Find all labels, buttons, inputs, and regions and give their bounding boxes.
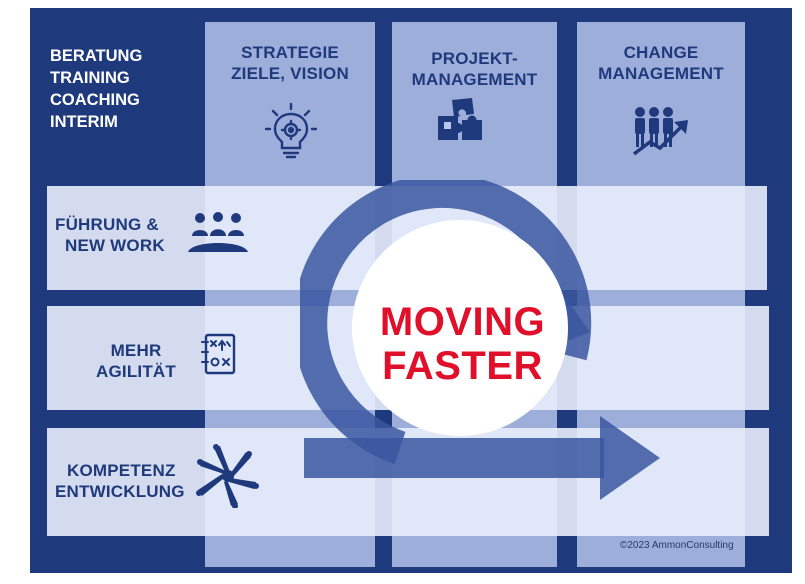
hands-together-icon [196, 444, 259, 508]
title-line: MOVING [379, 300, 546, 344]
cycle-arrow-icon [300, 180, 660, 500]
column-header-line: MANAGEMENT [598, 64, 724, 83]
puzzle-icon [438, 98, 482, 140]
row-label-line: NEW WORK [65, 236, 165, 255]
team-meeting-icon [188, 212, 248, 252]
row-label-line: FÜHRUNG & [55, 215, 159, 234]
services-list: BERATUNG TRAINING COACHING INTERIM [50, 45, 180, 133]
service-item: INTERIM [50, 113, 118, 131]
column-header-line: CHANGE [623, 43, 699, 62]
column-header-strategie: STRATEGIE ZIELE, VISION [205, 42, 375, 84]
lightbulb-gear-icon [265, 102, 317, 159]
column-header-projekt: PROJEKT- MANAGEMENT [392, 48, 557, 90]
column-header-change: CHANGE MANAGEMENT [577, 42, 745, 84]
row-label-line: AGILITÄT [96, 362, 176, 381]
row-label-kompetenz: KOMPETENZ ENTWICKLUNG [55, 460, 205, 502]
title-line: FASTER [382, 344, 543, 388]
column-header-line: MANAGEMENT [411, 70, 538, 89]
column-header-line: ZIELE, VISION [231, 64, 349, 83]
row-label-line: ENTWICKLUNG [55, 482, 185, 501]
moving-faster-title: MOVING FASTER [360, 300, 565, 388]
row-label-line: KOMPETENZ [67, 461, 176, 480]
strategy-board-icon [201, 333, 236, 375]
service-item: BERATUNG [50, 47, 143, 65]
row-label-line: MEHR [110, 341, 162, 360]
column-header-line: STRATEGIE [241, 43, 339, 62]
people-growth-icon [632, 107, 688, 156]
service-item: TRAINING [50, 69, 130, 87]
copyright-text: ©2023 AmmonConsulting [620, 540, 734, 551]
service-item: COACHING [50, 91, 140, 109]
row-label-fuehrung: FÜHRUNG & NEW WORK [55, 214, 165, 256]
row-label-agilitaet: MEHR AGILITÄT [76, 340, 196, 382]
column-header-line: PROJEKT- [431, 49, 518, 68]
